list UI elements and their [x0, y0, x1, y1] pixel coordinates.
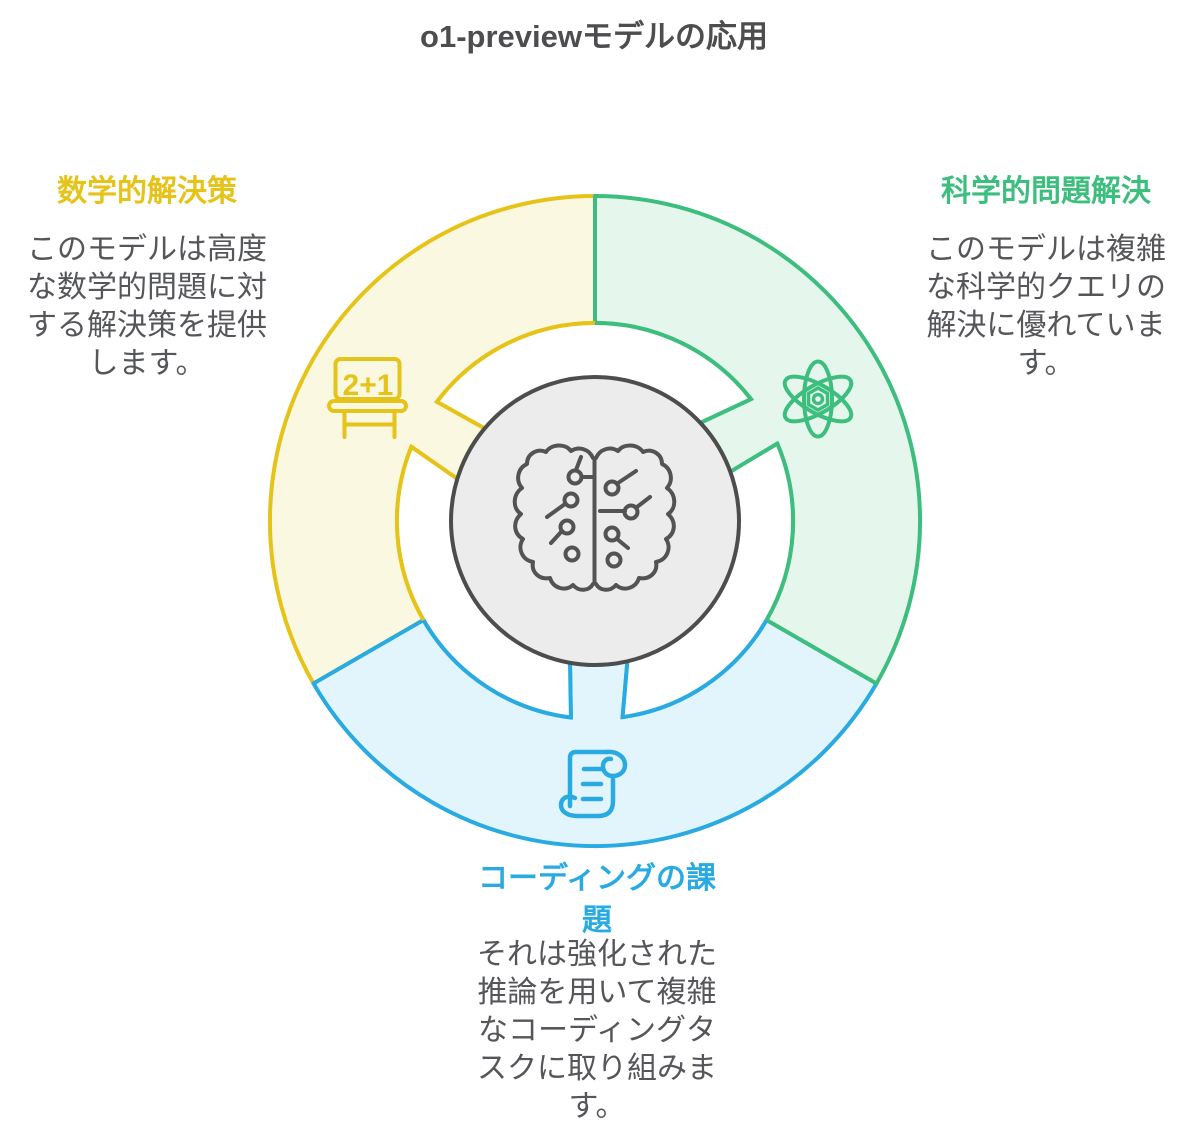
description-line: 推論を用いて複雑 [477, 976, 717, 1009]
science-section-title: 科学的問題解決 [941, 175, 1151, 208]
scroll-icon [558, 749, 628, 819]
page-title: o1-previewモデルの応用 [420, 19, 768, 54]
description-line: このモデルは高度 [27, 233, 267, 266]
atom-icon [782, 359, 854, 439]
math-section-description: このモデルは高度 な数学的問題に対 する解決策を提供 します。 [14, 231, 280, 383]
math-blackboard-icon: 2+1 [327, 357, 408, 439]
description-line: す。 [1017, 347, 1075, 380]
title-line: 題 [582, 904, 612, 937]
math-section: 数学的解決策 このモデルは高度 な数学的問題に対 する解決策を提供 します。 [14, 171, 280, 383]
title-line: コーディングの課 [478, 862, 716, 895]
description-line: な科学的クエリの [926, 271, 1166, 304]
description-line: それは強化された [477, 938, 717, 971]
math-section-title: 数学的解決策 [57, 175, 237, 208]
description-line: このモデルは複雑 [926, 233, 1166, 266]
description-line: スクに取り組みま [477, 1052, 717, 1085]
description-line: なコーディングタ [478, 1014, 716, 1047]
math-icon-text: 2+1 [343, 369, 394, 402]
science-section-description: このモデルは複雑 な科学的クエリの 解決に優れていま す。 [913, 231, 1179, 383]
description-line: す。 [568, 1090, 626, 1123]
coding-section-description: それは強化された 推論を用いて複雑 なコーディングタ スクに取り組みま す。 [464, 936, 730, 1126]
coding-section-title: コーディングの課 題 [464, 858, 730, 942]
description-line: します。 [88, 347, 206, 380]
science-section: 科学的問題解決 このモデルは複雑 な科学的クエリの 解決に優れていま す。 [913, 171, 1179, 383]
coding-section: コーディングの課 題 それは強化された 推論を用いて複雑 なコーディングタ スク… [464, 858, 730, 1126]
description-line: 解決に優れていま [926, 309, 1166, 342]
description-line: な数学的問題に対 [27, 271, 267, 304]
ai-brain-icon [512, 443, 677, 592]
description-line: する解決策を提供 [27, 309, 267, 342]
